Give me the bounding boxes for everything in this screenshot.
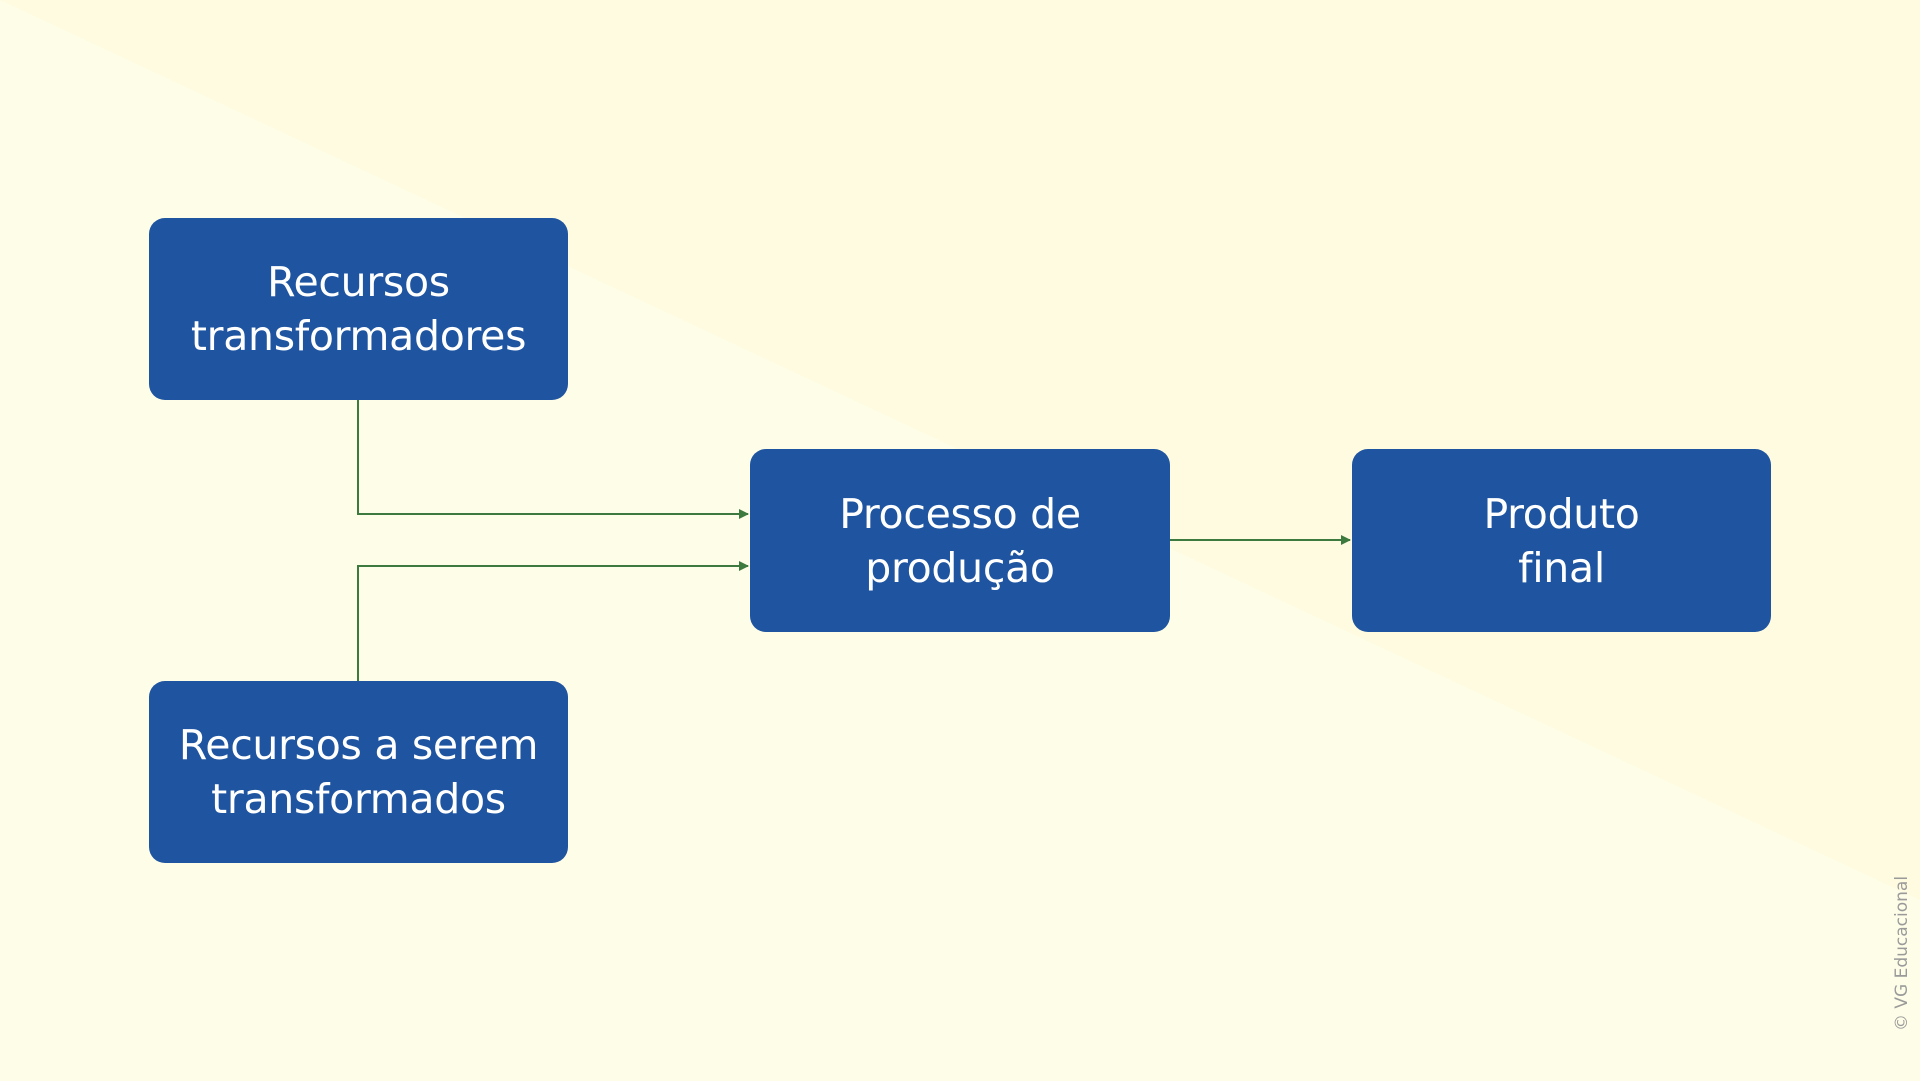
node-produto-final: Produto final	[1352, 449, 1771, 632]
connector-transformadores-to-processo	[357, 400, 749, 519]
connector-transformados-to-processo	[357, 561, 749, 681]
node-label: Processo de produção	[839, 489, 1081, 592]
node-label: Produto final	[1483, 489, 1640, 592]
node-recursos-transformadores: Recursos transformadores	[149, 218, 568, 400]
node-label: Recursos transformadores	[190, 258, 527, 360]
node-label: Recursos a serem transformados	[178, 721, 539, 823]
node-recursos-a-serem-transformados: Recursos a serem transformados	[149, 681, 568, 863]
node-processo-de-producao: Processo de produção	[750, 449, 1170, 632]
copyright-credit: © VG Educacional	[1892, 875, 1912, 1031]
